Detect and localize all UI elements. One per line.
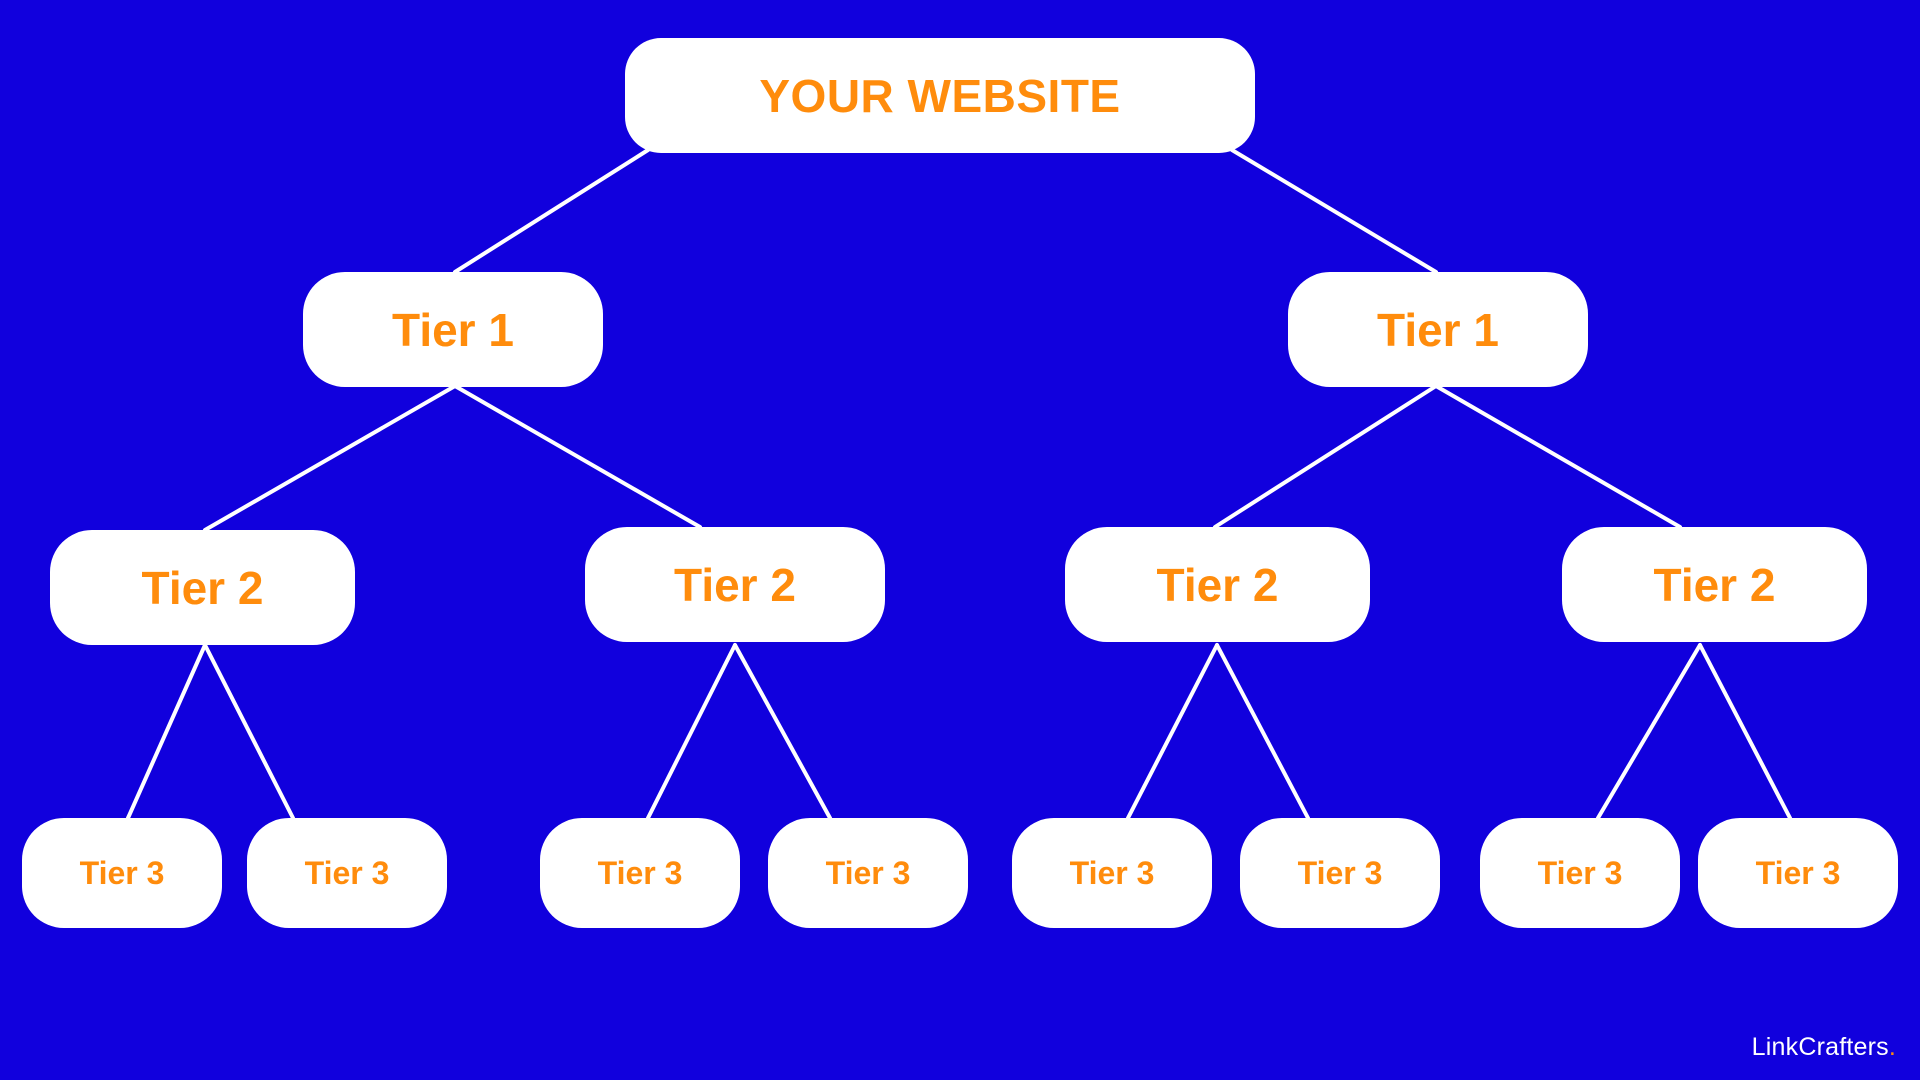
node-t1-a[interactable]: Tier 1 — [303, 272, 603, 387]
node-t2-b[interactable]: Tier 2 — [585, 527, 885, 642]
node-t3-4[interactable]: Tier 3 — [768, 818, 968, 928]
edge-t1-a-to-t2-b — [453, 384, 702, 529]
edge-t2-b-to-t3-4 — [733, 643, 832, 820]
watermark: LinkCrafters. — [1752, 1033, 1896, 1062]
node-t3-5[interactable]: Tier 3 — [1012, 818, 1212, 928]
node-t3-1[interactable]: Tier 3 — [22, 818, 222, 928]
edge-root-to-t1-b — [1230, 148, 1438, 274]
node-t3-3[interactable]: Tier 3 — [540, 818, 740, 928]
edge-root-to-t1-a — [453, 148, 650, 274]
node-t3-6[interactable]: Tier 3 — [1240, 818, 1440, 928]
watermark-dot: . — [1888, 1033, 1896, 1061]
node-t3-7[interactable]: Tier 3 — [1480, 818, 1680, 928]
edge-t2-a-to-t3-2 — [203, 643, 295, 820]
watermark-text: LinkCrafters — [1751, 1033, 1889, 1061]
edge-t1-b-to-t2-d — [1434, 384, 1682, 529]
node-t3-2[interactable]: Tier 3 — [247, 818, 447, 928]
edge-t2-b-to-t3-3 — [646, 643, 737, 820]
node-root[interactable]: YOUR WEBSITE — [625, 38, 1255, 153]
edge-t1-b-to-t2-c — [1213, 384, 1438, 529]
edge-t2-a-to-t3-1 — [126, 643, 207, 820]
node-t2-a[interactable]: Tier 2 — [50, 530, 355, 645]
edge-t2-d-to-t3-7 — [1596, 643, 1702, 820]
edge-t2-c-to-t3-6 — [1215, 643, 1310, 820]
node-t2-d[interactable]: Tier 2 — [1562, 527, 1867, 642]
node-t2-c[interactable]: Tier 2 — [1065, 527, 1370, 642]
edge-t2-c-to-t3-5 — [1126, 643, 1219, 820]
node-t1-b[interactable]: Tier 1 — [1288, 272, 1588, 387]
node-t3-8[interactable]: Tier 3 — [1698, 818, 1898, 928]
edge-t2-d-to-t3-8 — [1698, 643, 1792, 820]
edge-t1-a-to-t2-a — [203, 384, 457, 532]
